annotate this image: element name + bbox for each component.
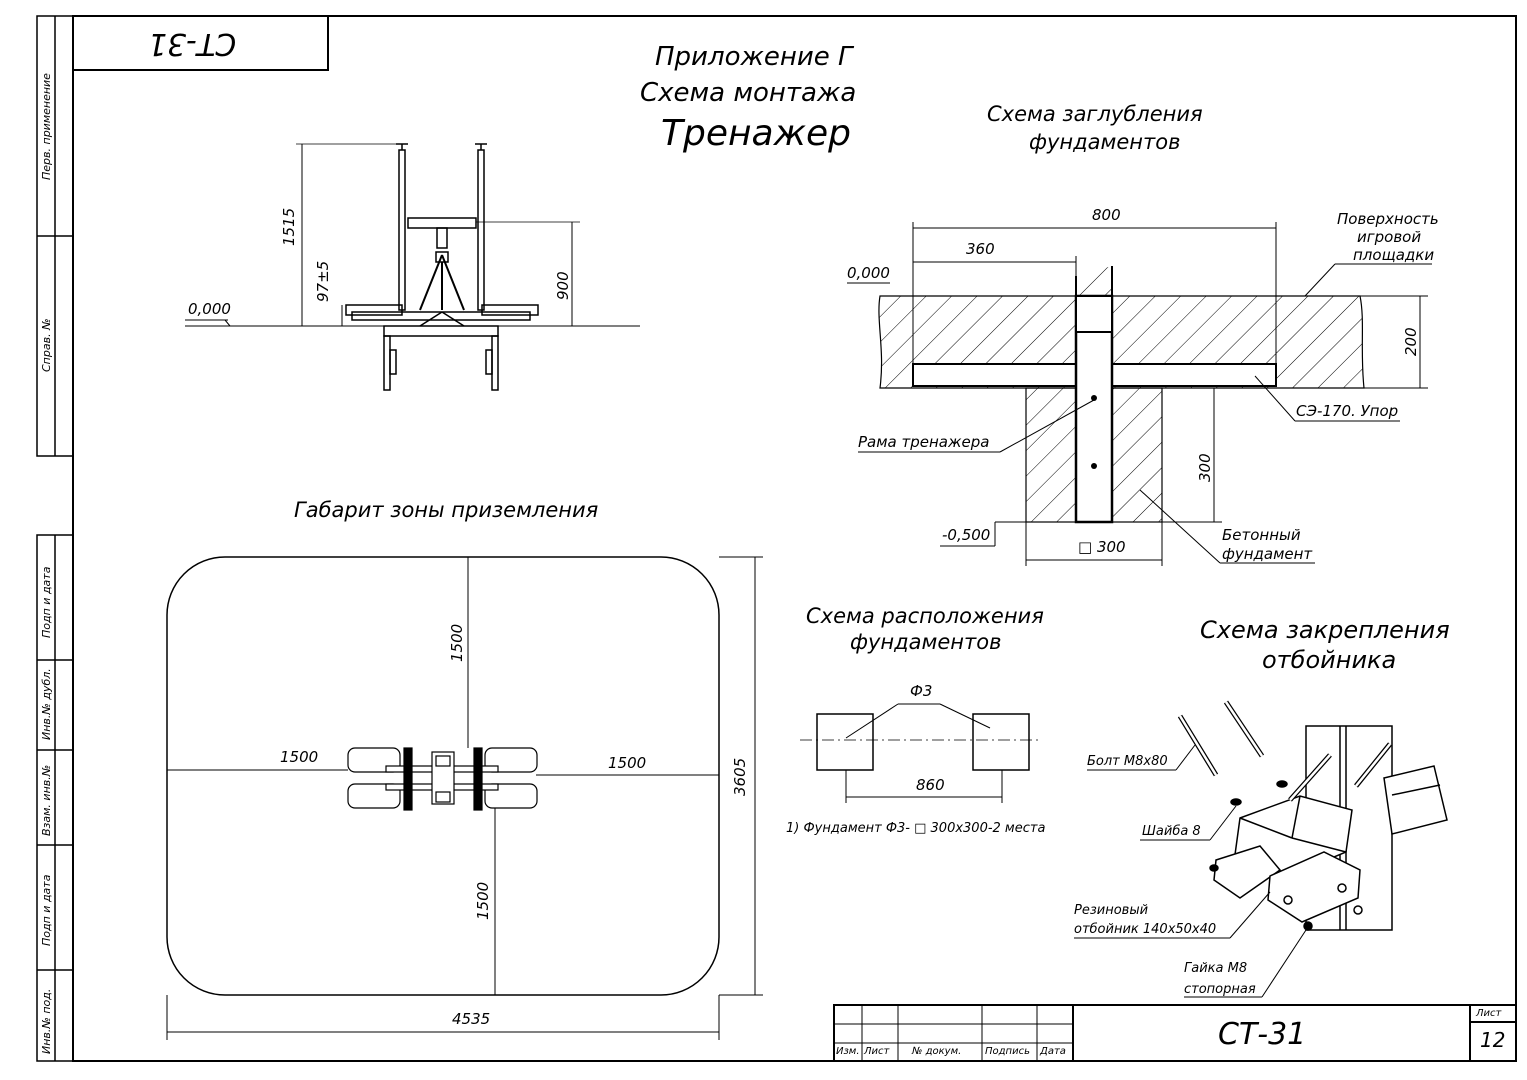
tb-podpis: Подпись [985,1046,1030,1057]
dim-360: 360 [966,240,995,258]
tb-doc-no: № докум. [912,1046,962,1057]
foundation-note: 1) Фундамент Ф3- □ 300х300-2 места [786,821,1046,836]
tb-izm: Изм. [836,1046,860,1057]
page-title: Тренажер [661,113,852,154]
side-label-perv: Перв. применение [40,73,53,180]
rubber-label-2: отбойник 140х50х40 [1074,922,1217,937]
side-label-vzam: Взам. инв.№ [40,764,53,836]
title-block-lines [833,1004,1517,1062]
stop-label: СЭ-170. Упор [1296,402,1399,420]
bumper-title-2: отбойника [1262,646,1397,674]
nut-label-1: Гайка М8 [1184,961,1248,976]
dim-1500-right: 1500 [608,754,647,772]
side-label-inv-pod: Инв.№ под. [40,988,53,1054]
stamp-box [72,15,329,71]
landing-zone-drawing [166,556,763,1040]
front-view [185,143,640,391]
depth-title-2: фундаментов [1029,130,1181,154]
foundation-layout-drawing [800,703,1040,803]
washer-label: Шайба 8 [1142,824,1201,839]
dim-1515: 1515 [280,207,298,246]
side-label-podp1: Подп и дата [40,566,53,638]
side-strip [36,15,74,1062]
layout-title-2: фундаментов [850,630,1002,654]
nut-label-2: стопорная [1184,982,1256,997]
rubber-label-1: Резиновый [1074,903,1149,918]
dim-1500-top: 1500 [448,623,466,662]
bumper-scheme-drawing [1074,700,1448,998]
side-label-podp2: Подп и дата [40,874,53,946]
dim-860: 860 [916,776,945,794]
label-f3: Ф3 [910,682,933,700]
tb-data: Дата [1040,1046,1066,1057]
tb-sheet-label: Лист [1476,1008,1502,1019]
depth-scheme-drawing [847,222,1432,566]
bolt-label: Болт М8х80 [1087,754,1168,769]
concrete-label-2: фундамент [1222,545,1313,563]
dim-1500-left: 1500 [280,748,319,766]
dim-97: 97±5 [314,260,332,302]
dim-3605: 3605 [731,757,749,796]
tb-sheet-no: 12 [1480,1028,1506,1052]
side-label-inv-dubl: Инв.№ дубл. [40,668,53,740]
tb-code: СТ-31 [1218,1017,1307,1052]
dim-200: 200 [1402,327,1420,356]
side-label-sprav: Справ. № [40,318,53,372]
surface-label-1: Поверхность [1337,210,1439,228]
depth-title-1: Схема заглубления [987,102,1203,126]
layout-title-1: Схема расположения [806,604,1044,628]
surface-label-2: игровой [1357,228,1422,246]
level-minus-05: -0,500 [942,526,991,544]
landing-zone-title: Габарит зоны приземления [294,498,599,522]
dim-300-vertical: 300 [1196,453,1214,482]
dim-900: 900 [554,271,572,300]
tb-list: Лист [864,1046,890,1057]
level-0-front: 0,000 [188,300,231,318]
dim-1500-bottom: 1500 [474,881,492,920]
header-scheme: Схема монтажа [640,78,857,108]
concrete-label-1: Бетонный [1222,526,1301,544]
dim-800: 800 [1092,206,1121,224]
header-appendix: Приложение Г [655,42,853,72]
dim-300-square: □ 300 [1078,538,1126,556]
bumper-title-1: Схема закрепления [1200,616,1450,644]
dim-4535: 4535 [452,1010,491,1028]
frame-label: Рама тренажера [858,433,990,451]
stamp-code-mirrored: СТ-31 [148,26,237,61]
surface-label-3: площадки [1353,246,1435,264]
level-0-depth: 0,000 [847,264,890,282]
